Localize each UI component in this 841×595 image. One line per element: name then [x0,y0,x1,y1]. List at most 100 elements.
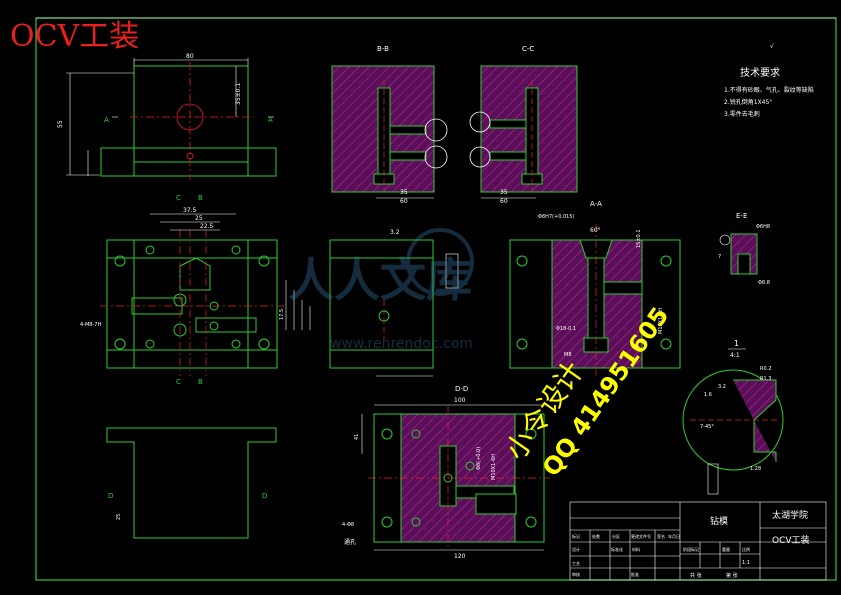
bb-internals [373,87,427,185]
tb-stage: 阶段标记 [683,546,699,552]
dim-plan-d: 17.5 [279,309,285,320]
plan-holes [114,245,270,350]
dd-dims [361,404,544,551]
tb-zone: 分区 [612,533,620,539]
tb-process: 工艺 [572,561,580,566]
cc-callouts [469,111,491,168]
label-cc: C-C [522,45,534,53]
label-d-left: D [108,492,113,500]
dim-top-height: 55 [57,120,64,128]
dim-dd-m: M10X1-6H [491,454,497,480]
dim-ee-dia: Φ8.8 [758,280,770,286]
section-a-left: A [104,116,109,124]
dim-cc-1: 35 [500,189,508,196]
tb-school: 太湖学院 [772,509,808,521]
detail-scale: 4:1 [730,352,740,359]
title-block-lines [569,501,827,581]
label-c-top: C [176,194,181,202]
dim-aa-m8: M8 [564,352,572,358]
tech-title: 技术要求 [740,66,780,79]
dim-aa-m10: M10X1-6H [658,308,664,334]
tb-part-name: 钻模 [710,515,728,527]
roughness-mark: √ [770,43,774,50]
ee-datum [719,234,731,246]
dim-dd-w2: 100 [454,397,466,404]
tb-mark: 标记 [572,533,580,539]
tb-approve: 批准 [631,571,639,577]
front-view-centerlines [130,62,254,180]
label-dd: D-D [455,385,468,393]
dim-detail-1: 1.6 [704,392,712,398]
tb-scale-label: 比例 [742,546,750,552]
tb-design: 设计 [572,546,580,552]
dim-detail-2: 3.2 [718,384,726,390]
dd-centerlines [368,406,550,548]
aa-internals [579,239,643,353]
dim-aa-angle: 60° [590,227,601,234]
dim-center: 35±0.1 [235,83,242,105]
svg-text:www.renrendoc.com: www.renrendoc.com [330,336,473,352]
label-aa: A-A [590,200,602,208]
dim-detail-4: 7-45° [700,424,714,430]
dim-bb-1: 35 [400,189,408,196]
svg-text:人人文库: 人人文库 [288,253,472,307]
tb-date: 年月日 [668,533,680,539]
label-b-bottom: B [198,378,203,386]
tb-sheet: 共 张 [690,572,702,579]
detail-frame [707,463,719,495]
dim-plan-a: 37.5 [183,207,197,214]
tb-sheet-2: 第 张 [726,572,738,579]
note-left: 4-M8-7H [80,322,101,328]
dim-detail-3: 1.28 [750,466,761,472]
watermark-site: 人人文库 www.renrendoc.com [288,228,474,352]
dim-aa-tol: 15±0.1 [636,229,642,248]
aa-holes [516,255,672,350]
dim-aa-hole: Φ8H7(+0.015) [538,214,575,220]
tb-review: 审核 [572,571,580,577]
label-ee: E-E [736,212,747,220]
dim-bb-2: 60 [400,198,408,205]
tb-count: 处数 [592,533,600,539]
cc-internals [489,87,543,185]
dim-plan-c: 22.5 [200,223,214,230]
dim-dd-w: 120 [454,553,466,560]
bottom-left-view [106,427,277,539]
dim-ee-hole: Φ6H8 [756,224,770,230]
front-view-dims [66,59,274,176]
dim-top-width: 80 [186,53,194,60]
tech-item-1: 1.不得有砂眼、气孔、裂纹等缺陷 [724,86,814,94]
ee-hole [737,253,751,275]
dim-detail-r: R0.2 [760,366,771,372]
tb-change-no: 更改文件号 [631,533,651,539]
detail-number: 1 [734,339,739,348]
tb-signature: 签名 [657,533,665,539]
tech-item-3: 3.零件去毛刺 [724,110,760,118]
dim-detail-r2: R1.3 [760,376,771,382]
tb-scale: 1:1 [742,560,750,566]
dim-cc-2: 60 [500,198,508,205]
tb-standard: 标准化 [611,546,623,552]
label-b-top: B [198,194,203,202]
plan-slots [131,257,257,333]
dim-ee-h: 7 [718,254,721,260]
note-dd-2: 通孔 [344,538,356,546]
dim-dd-h: 41 [354,434,360,440]
roughness-side: 3.2 [390,229,400,236]
dim-dd-d: Φ8(+0.0) [476,447,482,470]
tb-drawing-no: OCV工装 [772,534,810,546]
label-c-bottom: C [176,378,181,386]
plan-centerlines [100,230,284,376]
detail-circle [682,369,784,471]
plan-view [106,239,278,369]
dim-bot-h: 25 [116,514,122,520]
label-bb: B-B [377,45,389,53]
plan-dims [150,213,311,330]
detail-profile [733,379,777,462]
front-view [100,58,277,177]
tech-item-2: 2.锐孔倒角1X45° [724,98,772,106]
label-d-right: D [262,492,267,500]
note-dd: 4-Φ8 [342,522,354,528]
section-a-right: A [268,116,273,124]
tb-material: 材料 [632,546,640,552]
